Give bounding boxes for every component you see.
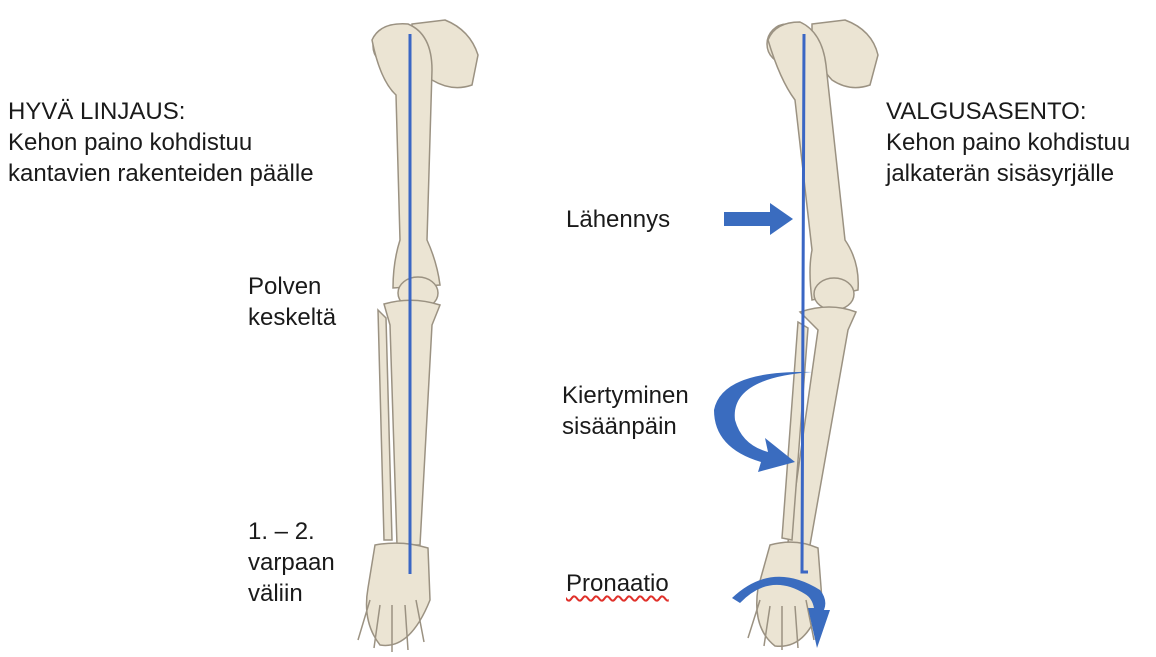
adduction-label: Lähennys xyxy=(566,204,670,235)
knee-label: Polven keskeltä xyxy=(248,271,336,333)
left-tibia xyxy=(384,300,440,545)
toe-label-line1: 1. – 2. xyxy=(248,516,335,547)
left-desc-line1: Kehon paino kohdistuu xyxy=(8,127,314,158)
knee-label-line1: Polven xyxy=(248,271,336,302)
right-desc-line2: jalkaterän sisäsyrjälle xyxy=(886,158,1130,189)
pronation-label-text: Pronaatio xyxy=(566,570,669,597)
pronation-label: Pronaatio xyxy=(566,568,669,599)
straight-leg-skeleton xyxy=(358,20,478,652)
toe-label: 1. – 2. varpaan väliin xyxy=(248,516,335,609)
rotation-label-line2: sisäänpäin xyxy=(562,411,689,442)
right-heading-block: VALGUSASENTO: Kehon paino kohdistuu jalk… xyxy=(886,96,1130,189)
knee-label-line2: keskeltä xyxy=(248,302,336,333)
left-desc-line2: kantavien rakenteiden päälle xyxy=(8,158,314,189)
toe-label-line3: väliin xyxy=(248,578,335,609)
left-heading-block: HYVÄ LINJAUS: Kehon paino kohdistuu kant… xyxy=(8,96,314,189)
toe-label-line2: varpaan xyxy=(248,547,335,578)
left-femur xyxy=(372,24,440,288)
left-heading: HYVÄ LINJAUS: xyxy=(8,96,314,127)
right-patella xyxy=(814,278,854,310)
valgus-leg-skeleton xyxy=(748,20,878,650)
rotation-label-line1: Kiertyminen xyxy=(562,380,689,411)
right-desc-line1: Kehon paino kohdistuu xyxy=(886,127,1130,158)
adduction-arrow-icon xyxy=(724,203,793,235)
right-heading: VALGUSASENTO: xyxy=(886,96,1130,127)
rotation-label: Kiertyminen sisäänpäin xyxy=(562,380,689,442)
